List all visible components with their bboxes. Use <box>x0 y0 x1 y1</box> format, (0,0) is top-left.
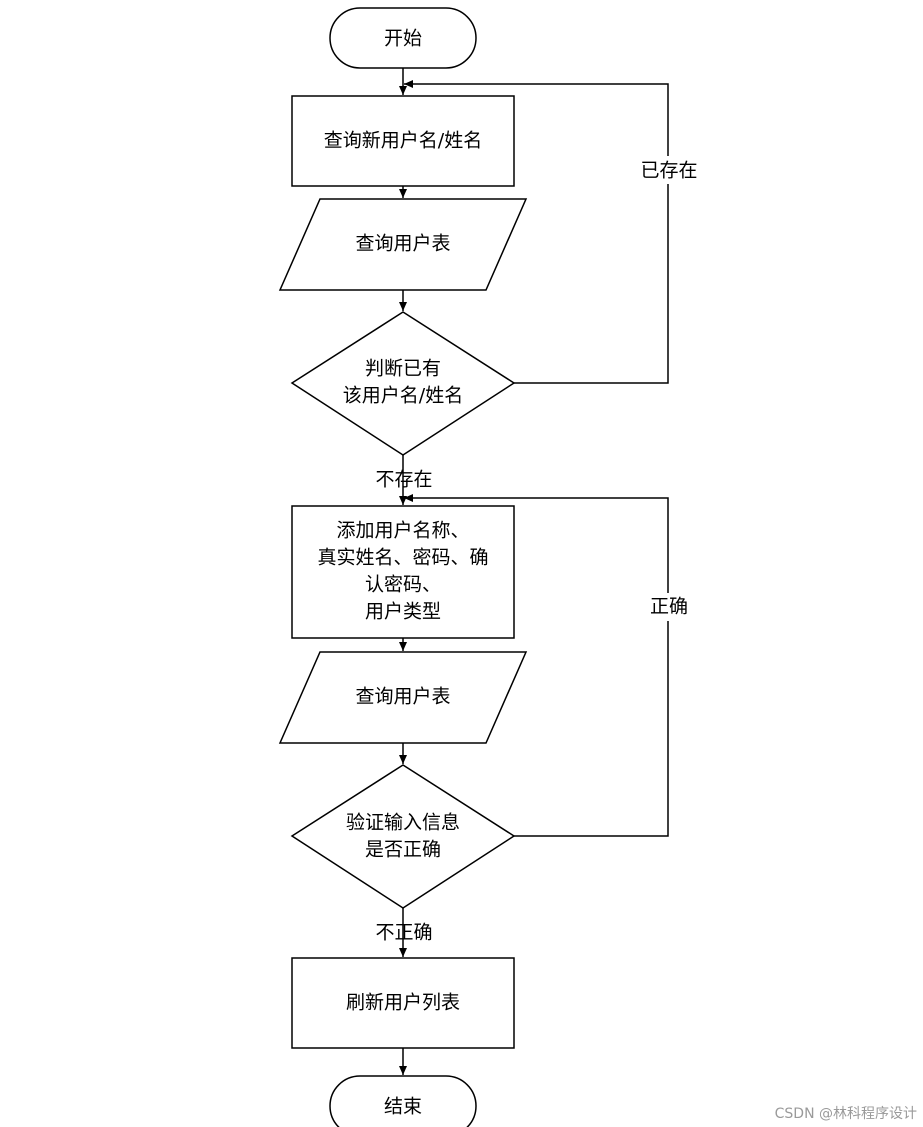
watermark-text: CSDN @林科程序设计 <box>774 1106 917 1122</box>
not-exists-label: 不存在 <box>375 469 432 491</box>
query-table-io-2: 查询用户表 <box>278 651 528 744</box>
end-label: 结束 <box>384 1096 422 1118</box>
exists-label: 已存在 <box>640 160 697 182</box>
add-user-process: 添加用户名称、 真实姓名、密码、确 认密码、 用户类型 <box>291 505 515 639</box>
decision-valid-line-2: 是否正确 <box>365 839 441 861</box>
query-name-label: 查询新用户名/姓名 <box>324 130 482 152</box>
edge-exists-loop <box>404 80 669 384</box>
exists-label-bg <box>636 156 702 184</box>
decision-exists-line-1: 判断已有 <box>365 358 441 380</box>
correct-label: 正确 <box>650 596 688 618</box>
correct-label-bg <box>644 593 694 621</box>
query-name-process: 查询新用户名/姓名 <box>291 95 515 187</box>
decision-valid: 验证输入信息 是否正确 <box>290 764 516 909</box>
decision-exists-line-2: 该用户名/姓名 <box>343 385 463 407</box>
query-table-label-2: 查询用户表 <box>355 686 450 708</box>
add-user-line-1: 添加用户名称、 <box>336 520 469 542</box>
edge-correct-loop <box>404 494 669 837</box>
end-terminal: 结束 <box>329 1075 477 1127</box>
query-table-label-1: 查询用户表 <box>355 233 450 255</box>
refresh-process: 刷新用户列表 <box>291 957 515 1049</box>
add-user-line-3: 认密码、 <box>365 574 441 596</box>
incorrect-label: 不正确 <box>375 922 432 944</box>
query-table-io-1: 查询用户表 <box>278 198 528 291</box>
add-user-line-2: 真实姓名、密码、确 <box>317 547 488 569</box>
add-user-line-4: 用户类型 <box>365 601 441 623</box>
start-label: 开始 <box>384 28 422 50</box>
decision-valid-line-1: 验证输入信息 <box>346 812 460 834</box>
start-terminal: 开始 <box>329 7 477 69</box>
decision-exists: 判断已有 该用户名/姓名 <box>290 311 516 456</box>
refresh-label: 刷新用户列表 <box>346 992 460 1014</box>
connectors <box>399 68 669 1075</box>
